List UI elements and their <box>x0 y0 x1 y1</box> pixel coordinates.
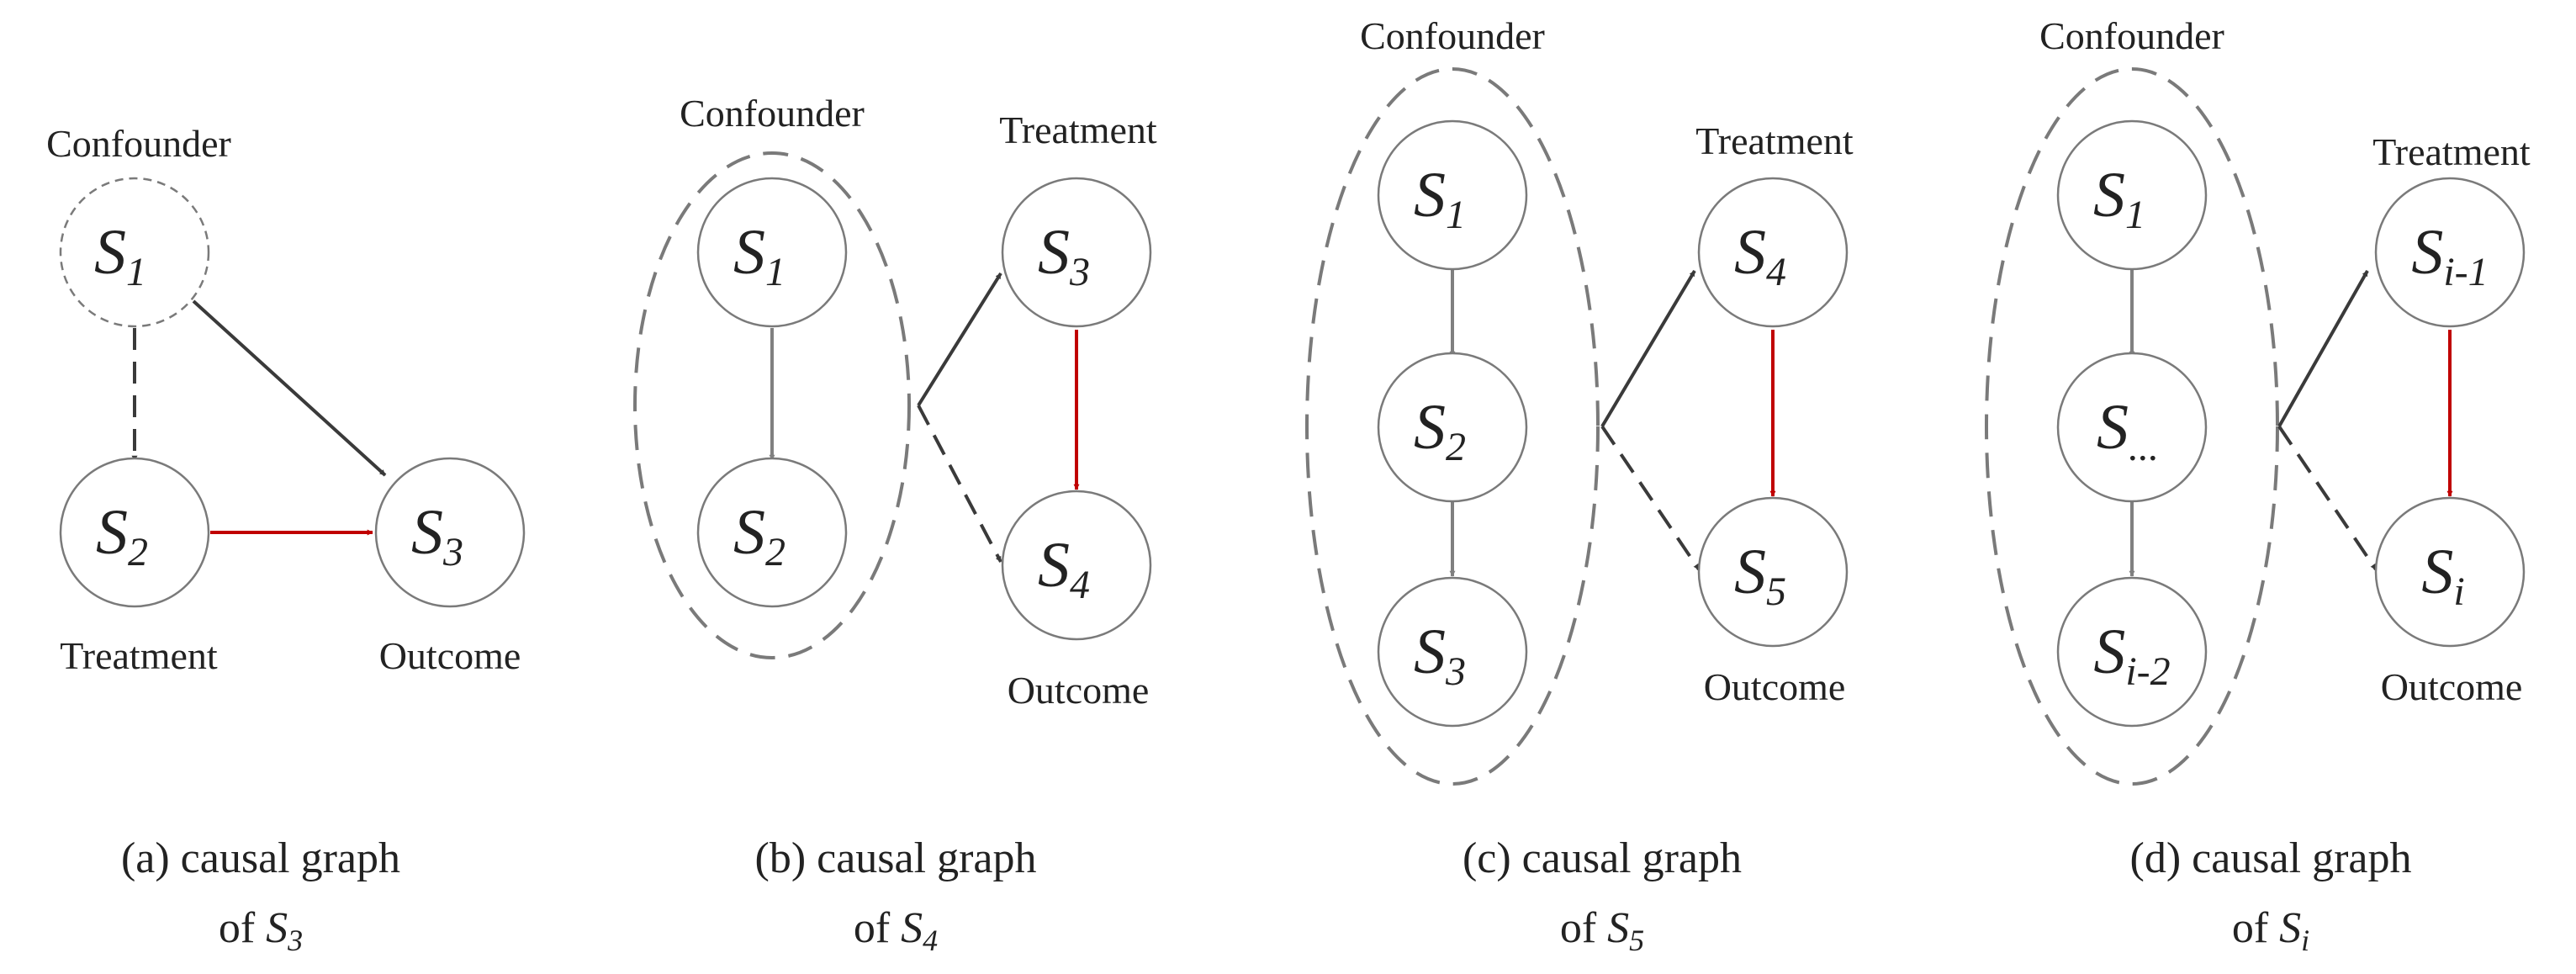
confounder-group <box>1985 67 2279 786</box>
svg-text:Si-1: Si-1 <box>2411 217 2488 294</box>
edge-fork-to-si <box>2277 425 2378 571</box>
confounder-label: Confounder <box>680 92 865 135</box>
treatment-label: Treatment <box>1695 119 1854 162</box>
node-s4: S4 <box>1697 177 1849 328</box>
node-s4: S4 <box>1001 490 1152 641</box>
edge-fork-to-s4 <box>1600 269 1696 428</box>
panel-c: Confounder S1 S2 S3 S4 S5 Treatment Outc… <box>1305 14 1854 957</box>
svg-text:S3: S3 <box>1038 217 1090 294</box>
confounder-group <box>1305 67 1600 786</box>
node-si: Si <box>2374 496 2526 648</box>
node-si1: Si-1 <box>2374 177 2526 328</box>
confounder-label: Confounder <box>46 122 231 165</box>
caption-line1: (a) causal graph <box>121 834 400 882</box>
node-si2: Si-2 <box>2056 576 2208 728</box>
svg-text:S1: S1 <box>1414 160 1466 237</box>
outcome-label: Outcome <box>2381 665 2523 708</box>
confounder-label: Confounder <box>1360 14 1545 57</box>
outcome-label: Outcome <box>1704 665 1846 708</box>
caption-line1: (b) causal graph <box>755 834 1037 882</box>
svg-text:S1: S1 <box>2093 160 2145 237</box>
node-sdots: S... <box>2056 352 2208 503</box>
svg-text:S2: S2 <box>733 497 785 574</box>
panel-d: Confounder S1 S... Si-2 Si-1 Si Treatmen… <box>1985 14 2531 957</box>
node-s1: S1 <box>59 177 210 328</box>
svg-text:S...: S... <box>2097 392 2159 469</box>
confounder-group <box>633 151 911 659</box>
treatment-label: Treatment <box>999 109 1157 151</box>
node-s3: S3 <box>1001 177 1152 328</box>
edge-fork-to-s5 <box>1600 425 1701 571</box>
edge-fork-to-s3 <box>917 272 1002 407</box>
svg-text:S1: S1 <box>733 217 785 294</box>
outcome-label: Outcome <box>1008 669 1150 712</box>
caption-line2: of S3 <box>219 904 303 957</box>
edge-fork-to-si1 <box>2277 270 2369 427</box>
treatment-label: Treatment <box>2372 130 2531 173</box>
svg-text:S3: S3 <box>1414 617 1466 694</box>
svg-text:S3: S3 <box>411 497 463 574</box>
panel-a: Confounder S1 S2 S3 Treatment Outcome (a… <box>46 122 526 957</box>
node-s2: S2 <box>696 457 848 608</box>
confounder-label: Confounder <box>2039 14 2224 57</box>
edge-fork-to-s4 <box>917 405 1002 563</box>
node-s1: S1 <box>1377 119 1528 271</box>
caption-line2: of S5 <box>1560 904 1644 957</box>
node-s3: S3 <box>374 457 526 608</box>
edge-s1-s3 <box>192 299 387 477</box>
node-s1: S1 <box>2056 119 2208 271</box>
node-s2: S2 <box>1377 352 1528 503</box>
caption-line1: (d) causal graph <box>2130 834 2412 882</box>
caption-line1: (c) causal graph <box>1463 834 1742 882</box>
node-s1: S1 <box>696 177 848 328</box>
svg-text:S5: S5 <box>1734 537 1786 614</box>
caption-line2: of Si <box>2232 904 2309 957</box>
node-s2: S2 <box>59 457 210 608</box>
svg-text:S2: S2 <box>96 497 148 574</box>
svg-text:S1: S1 <box>94 217 146 294</box>
svg-text:Si-2: Si-2 <box>2093 617 2170 694</box>
caption-line2: of S4 <box>854 904 938 957</box>
node-s3: S3 <box>1377 576 1528 728</box>
node-s5: S5 <box>1697 496 1849 648</box>
panel-b: Confounder S1 S2 S3 S4 Treatment Outcome… <box>633 92 1157 957</box>
svg-text:S2: S2 <box>1414 392 1466 469</box>
outcome-label: Outcome <box>379 634 521 677</box>
svg-text:S4: S4 <box>1038 530 1090 607</box>
svg-text:S4: S4 <box>1734 217 1786 294</box>
treatment-label: Treatment <box>60 634 218 677</box>
svg-text:Si: Si <box>2421 537 2464 614</box>
